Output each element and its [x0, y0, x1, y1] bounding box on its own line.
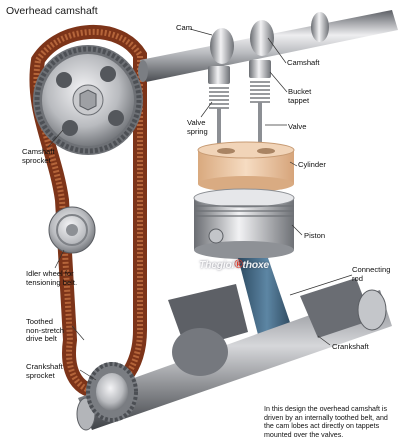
- label-connecting-rod: Connecting rod: [352, 265, 391, 283]
- label-valve: Valve: [288, 122, 307, 131]
- crankshaft-sprocket: [86, 362, 138, 422]
- cam-lobe-2: [250, 20, 274, 56]
- camshaft: [138, 10, 398, 82]
- label-camshaft: Camshaft: [287, 58, 320, 67]
- label-valve-spring: Valve spring: [187, 118, 208, 136]
- label-cam: Cam: [176, 23, 193, 32]
- crankshaft: [76, 278, 392, 431]
- cam-lobe-1: [210, 28, 234, 64]
- label-bucket-tappet: Bucket tappet: [288, 87, 312, 105]
- camshaft-sprocket: [33, 45, 143, 155]
- valve-assembly-left: [208, 66, 230, 153]
- piston: [193, 188, 295, 259]
- label-piston: Piston: [304, 231, 326, 240]
- diagram-caption: In this design the overhead camshaft is …: [264, 405, 388, 439]
- label-crankshaft-sprocket: Crankshaft sprocket: [26, 362, 63, 380]
- label-camshaft-sprocket: Camshaft sprocket: [22, 147, 55, 165]
- leader-lines: [47, 28, 353, 381]
- diagram-title: Overhead camshaft: [6, 5, 98, 17]
- idler-wheel: [48, 206, 96, 254]
- valve-assembly-right: [249, 60, 271, 153]
- label-idler-wheel: Idler wheel for tensioning belt.: [26, 269, 78, 287]
- watermark-logo: Thegioi®thoxe: [199, 259, 269, 271]
- label-toothed-belt: Toothed non-stretch drive belt: [26, 317, 64, 344]
- label-crankshaft: Crankshaft: [332, 342, 369, 351]
- label-cylinder: Cylinder: [298, 160, 326, 169]
- cylinder: [197, 141, 295, 192]
